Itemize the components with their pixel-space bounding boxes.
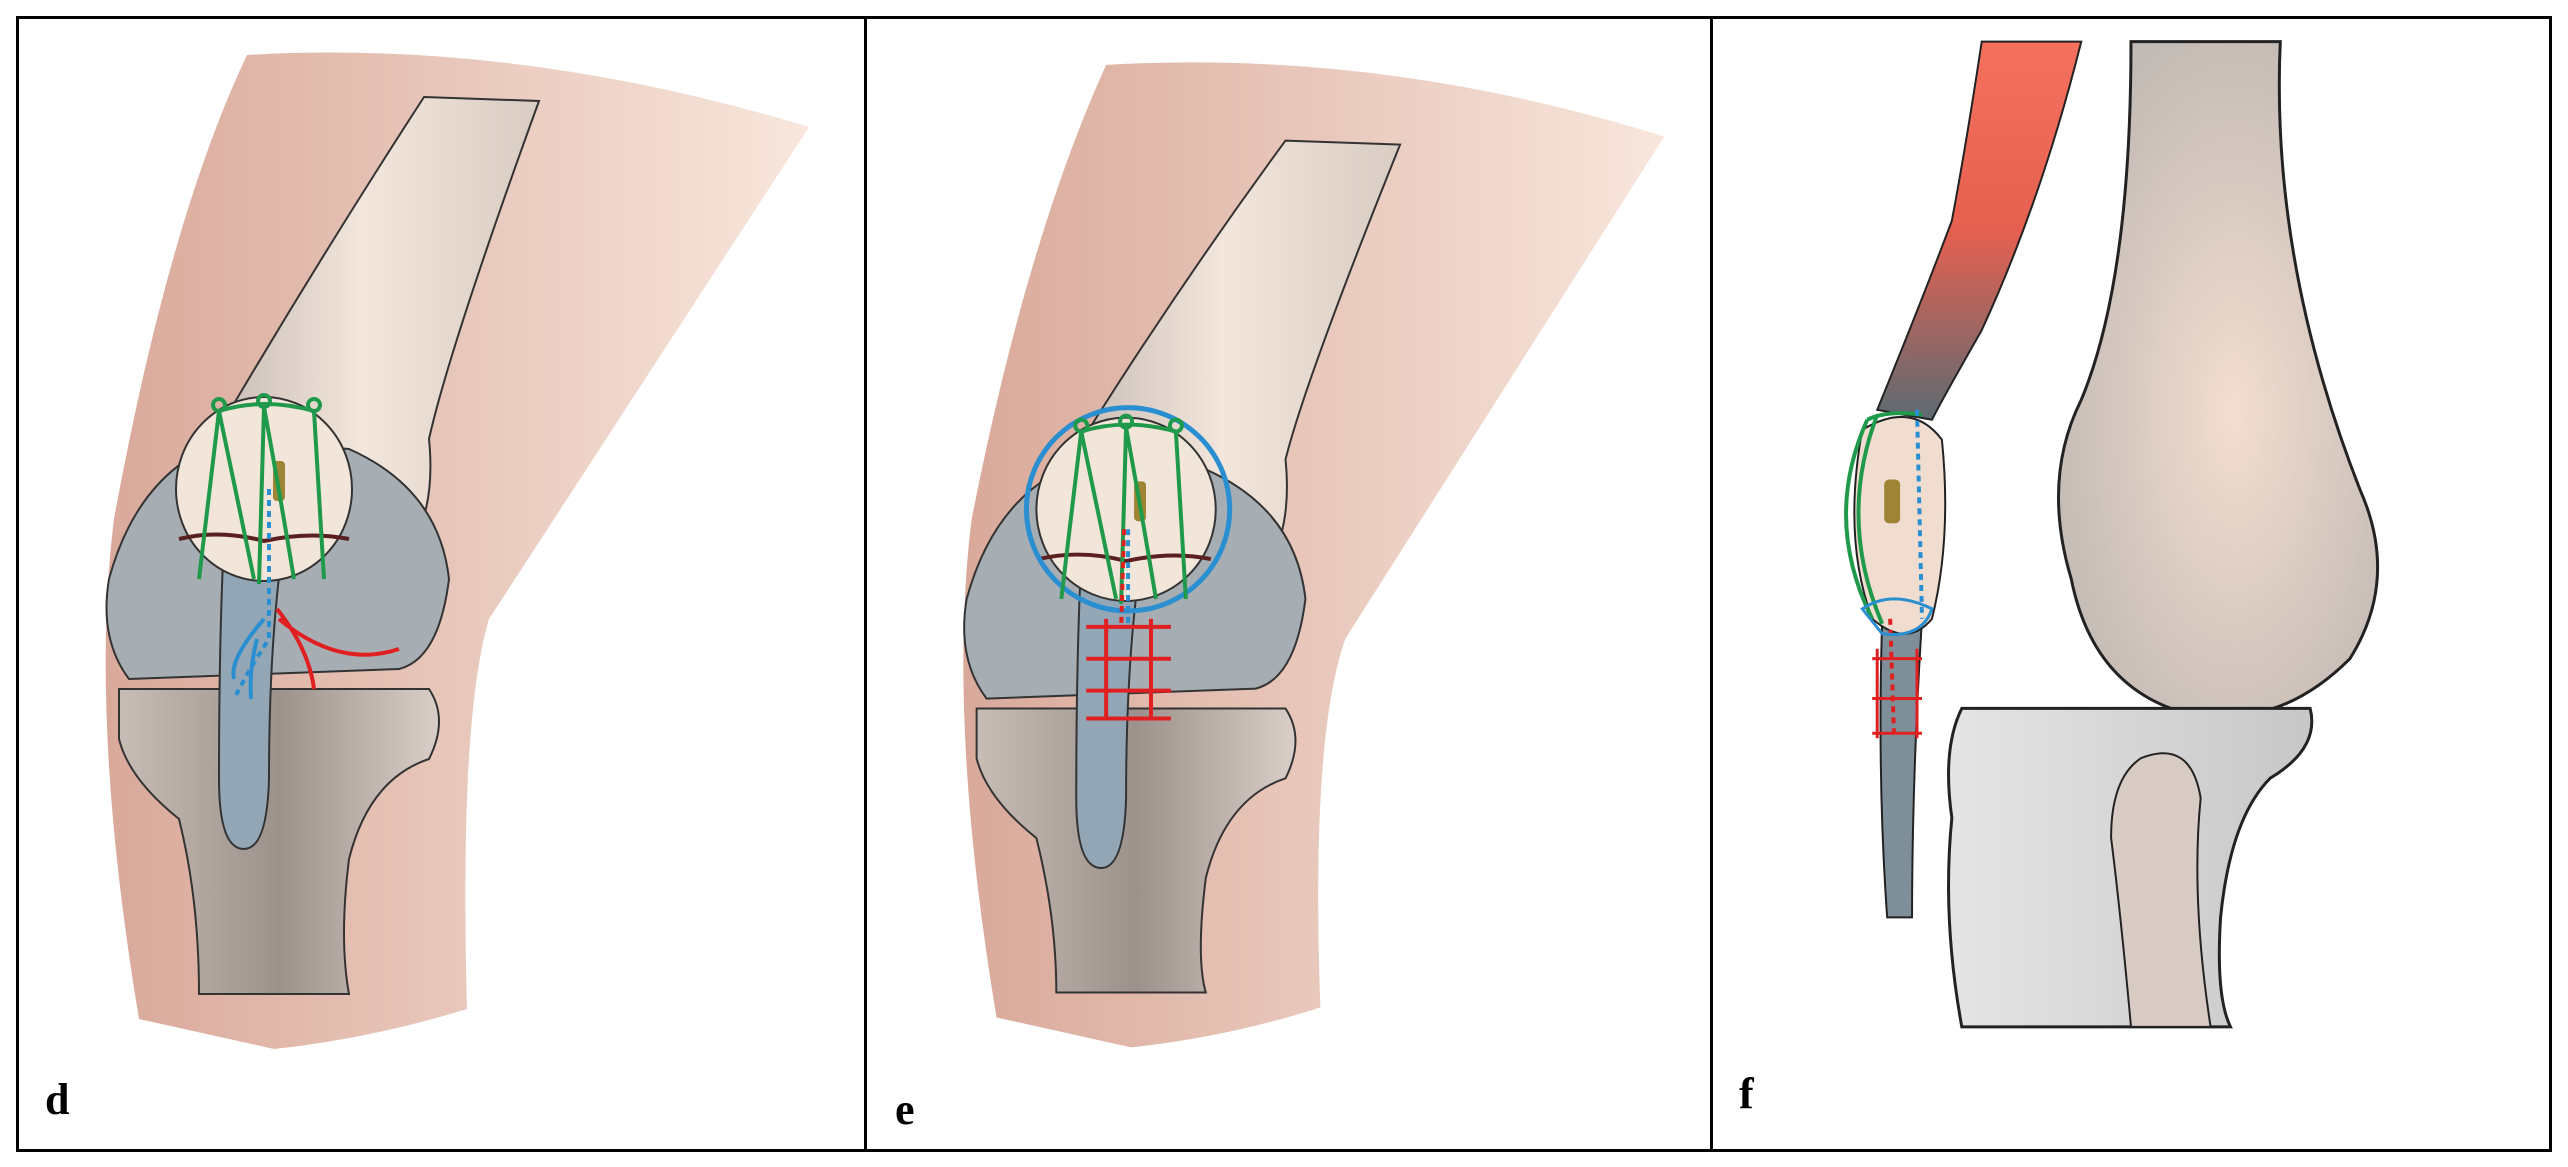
panel-d: d [19, 19, 864, 1149]
screw-anchor [1884, 479, 1901, 524]
fibula-head [2110, 752, 2212, 1028]
figure-panels: d [16, 16, 2552, 1152]
red-tendon-sutures [1872, 648, 1922, 739]
panel-label-d: d [45, 1075, 70, 1124]
tibia [975, 707, 1297, 994]
knee-anterior-diagram-e [963, 62, 1665, 1048]
knee-anterior-diagram-d [105, 52, 809, 1050]
femur [2056, 40, 2380, 719]
green-sutures [197, 393, 326, 585]
blue-suture-tail [231, 617, 266, 700]
red-tendon-sutures [1086, 618, 1171, 721]
panel-label-f: f [1739, 1069, 1754, 1118]
blue-cerclage [1860, 597, 1934, 636]
quadriceps-muscle [1875, 40, 2083, 421]
panel-label-e: e [895, 1085, 915, 1134]
patellar-tendon [1075, 558, 1143, 869]
panel-f: f [1710, 19, 2549, 1149]
blue-suture [1915, 409, 1924, 619]
tibia [118, 688, 440, 995]
fracture-line [1037, 552, 1212, 564]
red-suture [1119, 529, 1127, 629]
red-suture [275, 607, 400, 690]
green-sutures [1059, 413, 1188, 604]
panel-e: e [864, 19, 1710, 1149]
red-suture [1888, 618, 1897, 739]
knee-lateral-diagram-f [1844, 40, 2380, 1029]
